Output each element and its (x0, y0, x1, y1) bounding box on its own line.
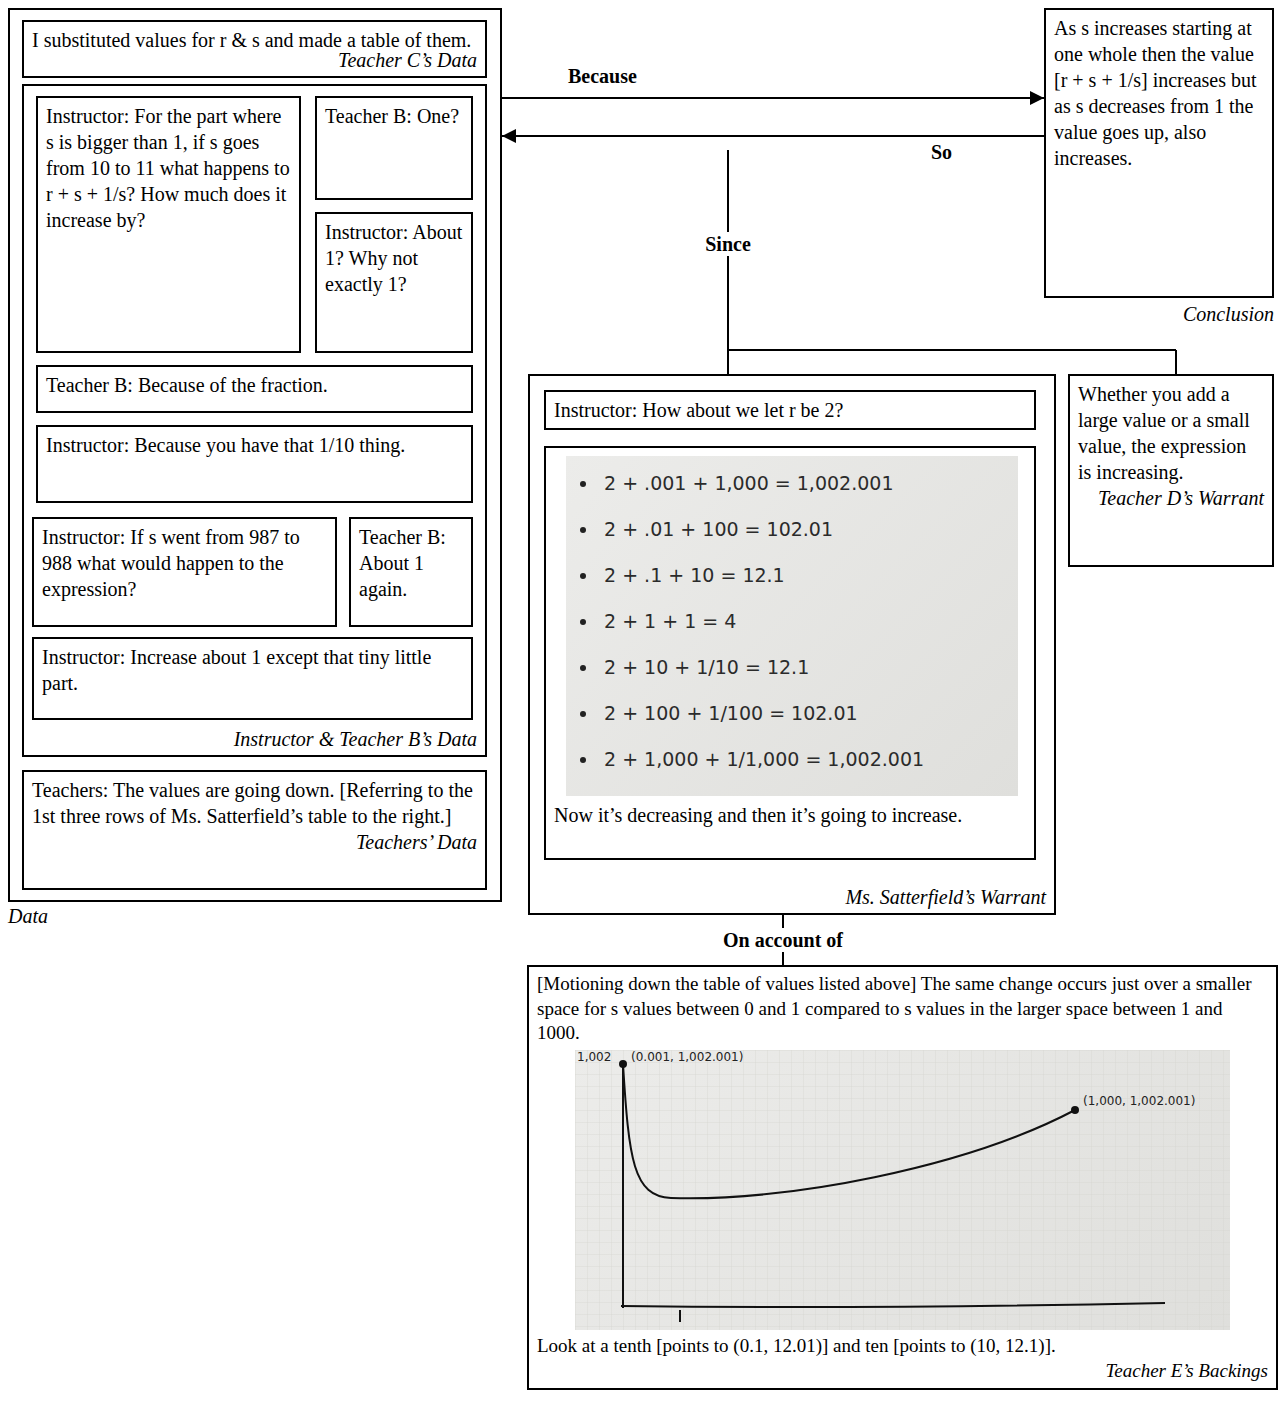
statement-text: Teacher B: One? (325, 103, 463, 129)
connector-label: On account of (720, 928, 846, 952)
table-row-line: 2 + .001 + 1,000 = 1,002.001 (580, 470, 893, 496)
dialogue-box: Instructor: For the part where s is bigg… (36, 96, 301, 353)
point-dot (619, 1060, 627, 1068)
relation-label: Since (702, 232, 754, 256)
bullet-dot (580, 619, 586, 625)
caption-text: Conclusion (1183, 301, 1274, 327)
x-axis (621, 1303, 1165, 1307)
caption-text: Teacher C’s Data (338, 47, 477, 73)
dialogue-group: Instructor & Teacher B’s Data Instructor:… (22, 84, 487, 757)
statement-text: Whether you add a large value or a small… (1078, 381, 1264, 485)
caption-text: Instructor & Teacher B’s Data (234, 726, 477, 752)
table-row-line: 2 + .1 + 10 = 12.1 (580, 562, 785, 588)
graph-sketch (575, 1050, 1230, 1330)
statement-text: As s increases starting at one whole the… (1054, 15, 1264, 171)
warrant-group: Ms. Satterfield’s Warrant Instructor: How… (528, 374, 1056, 915)
point-dot (1071, 1106, 1079, 1114)
connector-line (502, 135, 1044, 137)
point-label: (1,000, 1,002.001) (1083, 1094, 1195, 1108)
table-row-line: 2 + 10 + 1/10 = 12.1 (580, 654, 809, 680)
warrant-link (1175, 350, 1177, 374)
y-axis (622, 1062, 624, 1308)
warrant-link (728, 349, 1176, 351)
point-label: (0.001, 1,002.001) (631, 1050, 743, 1064)
curve (623, 1064, 1075, 1198)
table-row-line: 2 + 1,000 + 1/1,000 = 1,002.001 (580, 746, 924, 772)
statement-text: Instructor: How about we let r be 2? (554, 397, 1026, 423)
table-row-line: 2 + .01 + 100 = 102.01 (580, 516, 833, 542)
table-row: 2 + .001 + 1,000 = 1,002.001 (604, 471, 893, 496)
graph-paper (575, 1050, 1230, 1330)
dialogue-box: Instructor: How about we let r be 2? (544, 390, 1036, 430)
statement-text: Instructor: For the part where s is bigg… (46, 103, 291, 233)
bullet-dot (580, 665, 586, 671)
table-photo: 2 + .001 + 1,000 = 1,002.001 2 + .01 + 10… (566, 456, 1018, 796)
dialogue-box: Teacher B: Because of the fraction. (36, 365, 473, 413)
bullet-dot (580, 527, 586, 533)
bullet-dot (580, 711, 586, 717)
table-row-line: 2 + 1 + 1 = 4 (580, 608, 736, 634)
statement-text: Teacher B: Because of the fraction. (46, 372, 463, 398)
statement-text: [Motioning down the table of values list… (537, 972, 1268, 1046)
table-row: 2 + 1 + 1 = 4 (604, 609, 736, 634)
bullet-dot (580, 757, 586, 763)
dialogue-box: Instructor: Because you have that 1/10 t… (36, 425, 473, 503)
statement-text: Instructor: If s went from 987 to 988 wh… (42, 524, 327, 602)
table-row: 2 + .1 + 10 = 12.1 (604, 563, 785, 588)
caption-text: Ms. Satterfield’s Warrant (845, 884, 1046, 910)
statement-text: Teachers: The values are going down. [Re… (32, 777, 477, 829)
caption-text: Teacher E’s Backings (537, 1359, 1268, 1384)
dialogue-box: Instructor: If s went from 987 to 988 wh… (32, 517, 337, 627)
axis-label: 1,002 (577, 1050, 611, 1064)
table-row: 2 + .01 + 100 = 102.01 (604, 517, 833, 542)
connector-line (502, 97, 1044, 99)
dialogue-box: Instructor: About 1? Why not exactly 1? (315, 212, 473, 353)
table-row: 2 + 10 + 1/10 = 12.1 (604, 655, 809, 680)
warrant-box: Whether you add a large value or a small… (1068, 374, 1274, 567)
dialogue-box: Teacher B: One? (315, 96, 473, 200)
table-row-line: 2 + 100 + 1/100 = 102.01 (580, 700, 858, 726)
statement-text: Instructor: About 1? Why not exactly 1? (325, 219, 463, 297)
caption-text: Teachers’ Data (32, 829, 477, 855)
connector-label: Because (565, 64, 640, 88)
statement-text: Teacher B: About 1 again. (359, 524, 463, 602)
conclusion-box: As s increases starting at one whole the… (1044, 8, 1274, 298)
warrant-link (727, 350, 729, 374)
data-group: DataI substituted values for r & s and m… (8, 8, 502, 902)
backing-box: [Motioning down the table of values list… (527, 965, 1278, 1390)
statement-text: Look at a tenth [points to (0.1, 12.01)]… (537, 1334, 1268, 1359)
bullet-dot (580, 481, 586, 487)
caption-text: Teacher D’s Warrant (1078, 485, 1264, 511)
data-box: Teachers: The values are going down. [Re… (22, 770, 487, 890)
statement-text: Instructor: Increase about 1 except that… (42, 644, 463, 696)
statement-text: Instructor: Because you have that 1/10 t… (46, 432, 463, 458)
table-box: 2 + .001 + 1,000 = 1,002.001 2 + .01 + 10… (544, 446, 1036, 860)
table-row: 2 + 1,000 + 1/1,000 = 1,002.001 (604, 747, 924, 772)
bullet-dot (580, 573, 586, 579)
graph-photo: 1,002 (0.001, 1,002.001) (1,000, 1,002.001… (575, 1050, 1230, 1330)
caption-text: Data (8, 903, 48, 929)
table-row: 2 + 100 + 1/100 = 102.01 (604, 701, 858, 726)
data-box: I substituted values for r & s and made … (22, 20, 487, 78)
dialogue-box: Instructor: Increase about 1 except that… (32, 637, 473, 720)
dialogue-box: Teacher B: About 1 again. (349, 517, 473, 627)
connector-label: So (928, 140, 955, 164)
statement-text: Now it’s decreasing and then it’s going … (554, 802, 1026, 828)
tick-mark (679, 1310, 681, 1322)
